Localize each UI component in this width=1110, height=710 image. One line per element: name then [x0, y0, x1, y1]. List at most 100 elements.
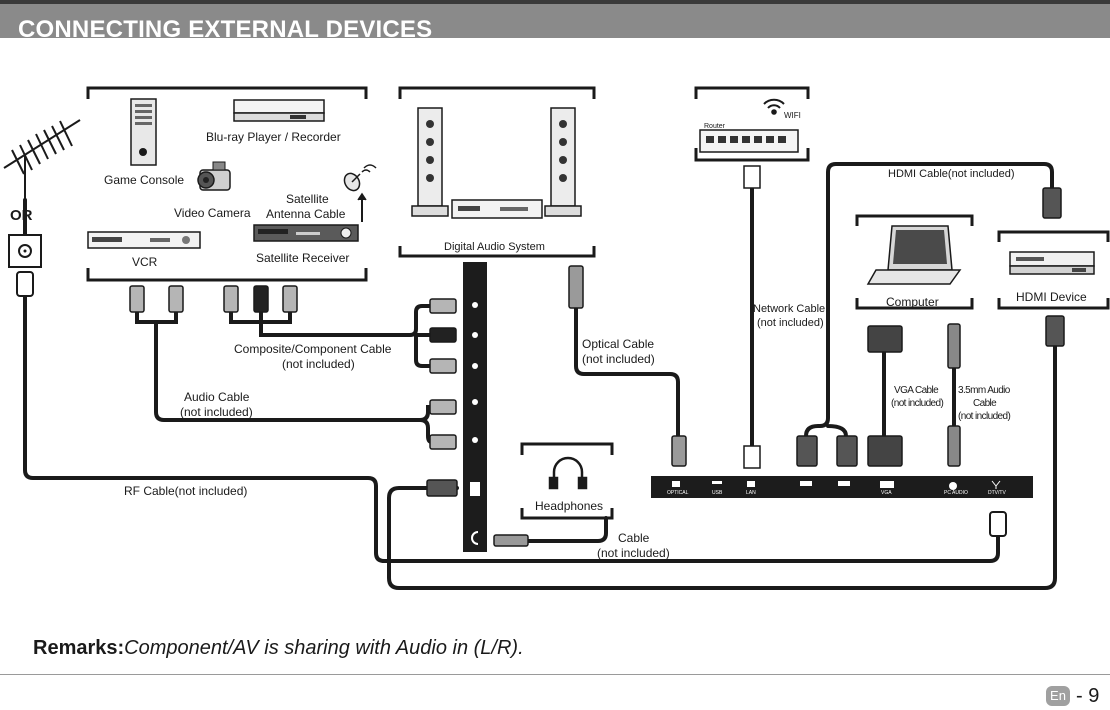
hdmi-plug-tv-2	[836, 435, 858, 467]
rf-plug	[16, 271, 34, 297]
vga-plug-bottom	[867, 435, 903, 467]
vga-label-line1: VGA Cable	[894, 385, 939, 396]
blu-ray-player-icon	[233, 99, 325, 122]
hdmi-plug-tv-1	[796, 435, 818, 467]
router-icon	[699, 129, 799, 153]
wifi-icon	[763, 98, 785, 115]
satellite-label-line1: Satellite	[286, 192, 329, 206]
bracket-hdmi-device-top	[997, 230, 1110, 242]
bracket-router-bottom	[694, 148, 810, 162]
tv-side-panel	[463, 262, 487, 552]
or-label: OR	[10, 207, 33, 224]
footer-divider	[0, 674, 1110, 675]
bracket-hdmi-device-bottom	[997, 298, 1110, 310]
remarks-text: Component/AV is sharing with Audio in (L…	[124, 637, 524, 659]
audio-cable-label-line1: Audio Cable	[184, 390, 250, 404]
rca-plugs-sources	[129, 285, 298, 313]
top-rule	[0, 0, 1110, 4]
router-label: Router	[704, 123, 726, 130]
vcr-icon	[87, 231, 201, 249]
hdmi-plug-top	[1042, 187, 1062, 219]
audio35-label-line3: (not included)	[958, 411, 1010, 422]
audio-receiver-icon	[451, 199, 543, 219]
optical-plug-bottom	[671, 435, 687, 467]
hdmi-plug-device	[1045, 315, 1065, 347]
section-header: CONNECTING EXTERNAL DEVICES	[0, 4, 1110, 42]
audio35-label-line2: Cable	[973, 398, 997, 409]
laptop-icon	[866, 225, 962, 285]
port-label-lan: LAN	[746, 490, 756, 496]
vga-plug-top	[867, 325, 903, 353]
game-console-icon	[130, 98, 157, 166]
bracket-computer-top	[855, 214, 974, 226]
satellite-receiver-label: Satellite Receiver	[256, 251, 349, 265]
satellite-label-line2: Antenna Cable	[266, 207, 346, 221]
optical-label-line1: Optical Cable	[582, 337, 654, 351]
port-label-vga: VGA	[881, 490, 892, 496]
bracket-headphones	[520, 442, 614, 520]
rear-panel-ports	[672, 480, 1001, 490]
page-title: CONNECTING EXTERNAL DEVICES	[18, 16, 433, 43]
port-label-usb: USB	[712, 490, 723, 496]
optical-label-line2: (not included)	[582, 352, 655, 366]
game-console-label: Game Console	[104, 173, 184, 187]
bracket-sources-bottom	[86, 268, 368, 282]
socket-ring-icon	[18, 244, 32, 258]
bracket-audio-top	[398, 86, 596, 99]
headphones-icon	[548, 456, 588, 490]
speaker-right-icon	[544, 107, 582, 217]
bracket-audio-bottom	[398, 246, 596, 258]
remarks-note: Remarks:Component/AV is sharing with Aud…	[33, 636, 524, 660]
composite-cable	[229, 304, 432, 368]
vcr-label: VCR	[132, 255, 158, 269]
audio35-plug-top	[947, 323, 961, 369]
hdmi-device-icon	[1009, 251, 1095, 275]
wifi-label: WIFI	[784, 111, 801, 120]
video-camera-icon	[197, 161, 231, 191]
rf-cable	[23, 294, 1000, 563]
hdmi-device-label: HDMI Device	[1016, 290, 1087, 304]
composite-label-line2: (not included)	[282, 357, 355, 371]
optical-plug-top	[568, 265, 584, 309]
vga-label-line2: (not included)	[891, 398, 943, 409]
composite-label-line1: Composite/Component Cable	[234, 342, 392, 356]
audio35-plug-bottom	[947, 425, 961, 467]
audio-cable-label-line2: (not included)	[180, 405, 253, 419]
headphone-cable	[526, 516, 608, 543]
lan-plug-bottom	[743, 445, 761, 469]
hdmi-cable-loop	[387, 344, 1057, 590]
satellite-receiver-icon	[253, 224, 359, 242]
rca-plugs-tv-side	[426, 298, 458, 497]
headphone-plug	[493, 534, 529, 547]
speaker-left-icon	[411, 107, 449, 217]
side-panel-ports	[470, 302, 480, 545]
lan-plug-top	[743, 165, 761, 189]
antenna-icon	[3, 119, 81, 200]
network-cable-label-line1: Network Cable	[753, 303, 825, 315]
hdmi-cable-upper	[804, 162, 1054, 438]
language-badge: En	[1046, 686, 1070, 706]
bracket-router-top	[694, 86, 810, 99]
headphones-label: Headphones	[535, 499, 603, 513]
audio-cable	[135, 310, 434, 444]
port-label-optical: OPTICAL	[667, 490, 689, 496]
rf-cable-label: RF Cable(not included)	[124, 484, 247, 498]
port-label-dtv: DTV/TV	[988, 490, 1006, 496]
cable-label-line1: Cable	[618, 531, 650, 545]
bracket-computer-bottom	[855, 298, 974, 310]
hdmi-cable-label: HDMI Cable(not included)	[888, 168, 1015, 180]
blu-ray-label: Blu-ray Player / Recorder	[206, 130, 341, 144]
audio35-label-line1: 3.5mm Audio	[958, 385, 1011, 396]
bracket-sources-top	[86, 86, 368, 99]
satellite-dish-icon	[343, 164, 377, 222]
rear-port-labels: OPTICAL USB LAN VGA PC AUDIO DTV/TV	[667, 490, 1006, 496]
page-number: - 9	[1076, 685, 1100, 707]
video-camera-label: Video Camera	[174, 206, 251, 220]
cable-label-line2: (not included)	[597, 546, 670, 560]
network-cable-label-line2: (not included)	[757, 317, 824, 329]
computer-label: Computer	[886, 295, 939, 309]
port-label-pc-audio: PC AUDIO	[944, 490, 968, 496]
remarks-label: Remarks:	[33, 637, 125, 659]
rf-plug-tv	[989, 511, 1007, 537]
